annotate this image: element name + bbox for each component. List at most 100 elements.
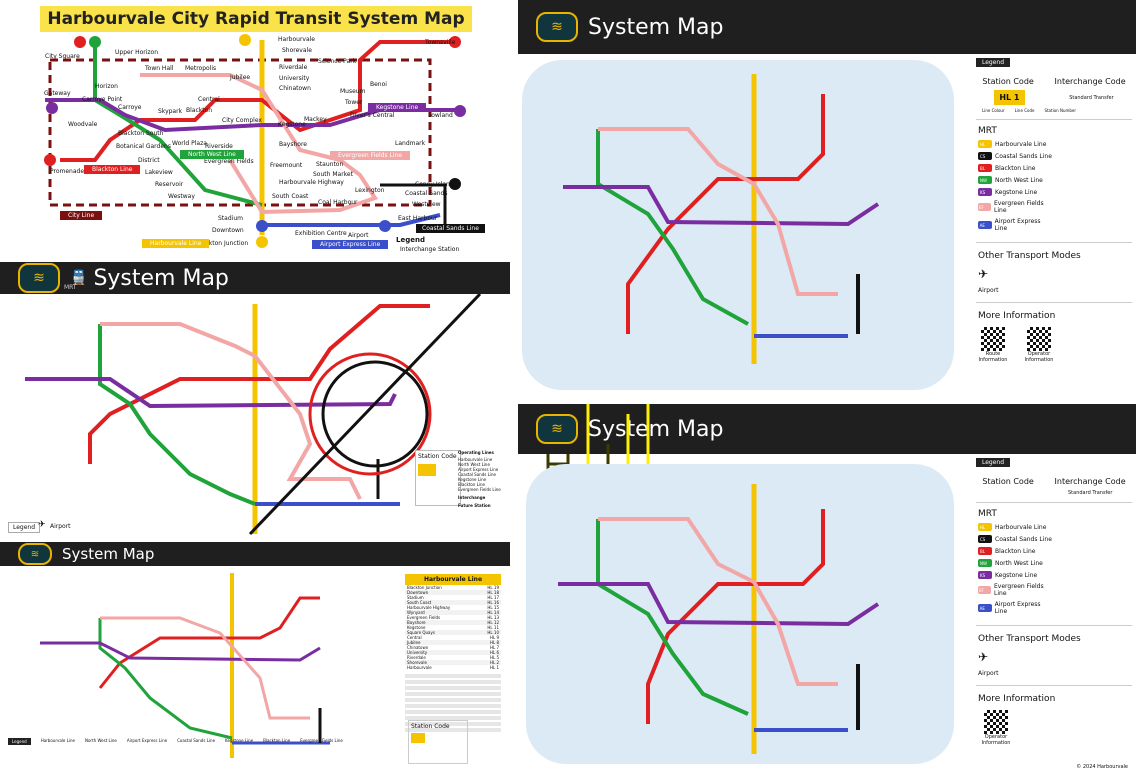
station-landmark: Landmark xyxy=(395,140,426,147)
header-bar: ≋ 🚆 System Map MRT xyxy=(0,262,510,294)
airport-icon: ✈ xyxy=(38,520,46,530)
standard-transfer-label: Standard Transfer xyxy=(1068,490,1113,496)
header-title: System Map xyxy=(588,416,724,442)
qr-codes: Route Information Operator Information xyxy=(978,327,1130,363)
station-south-market: South Market xyxy=(313,171,353,178)
station-list-code: HL 2 xyxy=(489,660,499,665)
line-swatch xyxy=(978,164,992,172)
system-map-v5-panel: ≋ System Map Legend Station Code Interch… xyxy=(518,404,1136,774)
station-list-name: Riverdale xyxy=(407,655,426,660)
more-info-heading: More Information xyxy=(978,694,1056,704)
station-list-name: Central xyxy=(407,635,422,640)
station-east-harbour: East Harbour xyxy=(398,215,438,222)
evergreen-line-label: Evergreen Fields Line xyxy=(330,151,411,160)
panel-divider xyxy=(510,0,518,774)
line-badge-6 xyxy=(74,36,86,48)
line-name: Airport Express Line xyxy=(994,218,1041,232)
station-airport: Airport xyxy=(348,232,369,239)
qr-code-icon xyxy=(984,710,1008,734)
mrt-line-entry: BLBlackton Line xyxy=(978,547,1053,555)
line-swatch xyxy=(978,571,992,579)
code-headings: Station Code Interchange Code xyxy=(972,77,1136,86)
legend-button[interactable]: Legend xyxy=(8,522,41,533)
qr-code-icon xyxy=(1027,327,1051,351)
legend-line-4: Kegstone Line xyxy=(225,738,254,743)
route-info-qr[interactable]: Route Information xyxy=(978,327,1008,363)
station-list-name: Stadium xyxy=(407,595,424,600)
train-icon: 🚆 xyxy=(70,270,88,286)
line-name: Harbourvale Line xyxy=(995,523,1047,531)
station-blackton-south: Blackton South xyxy=(118,130,164,137)
mrt-line-entry: HLHarbourvale Line xyxy=(978,523,1053,531)
system-map-v3-panel: ≋ System Map Harbourvale Line Blackton J… xyxy=(0,542,510,774)
op-line-6: Evergreen Fields Line xyxy=(458,487,501,492)
line-swatch xyxy=(978,203,991,211)
station-list-name: Harbourvale Highway xyxy=(407,605,451,610)
legend-button[interactable]: Legend xyxy=(8,738,31,745)
station-horizon: Horizon xyxy=(95,83,118,90)
line-badge-1 xyxy=(239,34,251,46)
station-list-name: Square Quays xyxy=(407,630,435,635)
line-name: North West Line xyxy=(995,559,1043,567)
system-map-v4-panel: ≋ System Map Legend Station Code Interch… xyxy=(518,0,1136,396)
header-bar: ≋ System Map xyxy=(518,404,1136,454)
coastal-sands-line-label: Coastal Sands Line xyxy=(416,224,485,233)
code-headings: Station Code Interchange Code xyxy=(972,477,1136,486)
station-townsville: Townsville xyxy=(425,39,456,46)
line-swatch xyxy=(978,176,992,184)
mrt-line-entry: EFEvergreen Fields Line xyxy=(978,583,1053,597)
station-riverdale: Riverdale xyxy=(279,64,308,71)
mrt-heading: MRT xyxy=(978,509,997,519)
other-transport-heading: Other Transport Modes xyxy=(978,634,1081,644)
op-line-3: Coastal Sands Line xyxy=(458,472,496,477)
station-code-sample: HL 1 xyxy=(994,90,1025,105)
interchange-title: Interchange xyxy=(458,495,486,500)
station-blackton-junction: Blackton Junction xyxy=(196,240,249,247)
line-badge-11 xyxy=(454,105,466,117)
operator-info-qr[interactable]: Operator Information xyxy=(978,710,1014,746)
line-name: Kegstone Line xyxy=(995,571,1038,579)
station-upper-horizon: Upper Horizon xyxy=(115,49,159,56)
line-swatch xyxy=(978,221,992,229)
system-map-v2 xyxy=(25,294,482,536)
more-info-heading: More Information xyxy=(978,311,1056,321)
station-list-code: HL 12 xyxy=(487,620,499,625)
system-map-v2-panel: ≋ 🚆 System Map MRT Legend ✈ Airport Stat… xyxy=(0,262,510,542)
evergreen-fields-line xyxy=(140,73,379,215)
operator-info-qr[interactable]: Operator Information xyxy=(1022,327,1056,363)
station-staunton: Staunton xyxy=(316,161,344,168)
station-westway: Westway xyxy=(168,193,195,200)
mrt-line-entry: HLHarbourvale Line xyxy=(978,140,1053,148)
schematic-map-panel: Harbourvale City Rapid Transit System Ma… xyxy=(0,0,510,262)
station-lakeview: Lakeview xyxy=(145,169,173,176)
station-harbourvale: Harbourvale xyxy=(278,36,315,43)
station-riverside: Riverside xyxy=(205,143,233,150)
station-list-name: Jubilee xyxy=(407,640,421,645)
mrt-line-entry: BLBlackton Line xyxy=(978,164,1053,172)
line-name: North West Line xyxy=(995,176,1043,184)
blackton-line xyxy=(60,40,455,162)
station-list-code: HL 19 xyxy=(487,585,499,590)
line-swatch xyxy=(978,188,992,196)
operator-info-label: Operator Information xyxy=(1024,351,1054,363)
airport-icon: ✈ xyxy=(978,267,989,281)
line-badge-10 xyxy=(44,154,56,166)
north-west-line-label: North West Line xyxy=(180,150,244,159)
